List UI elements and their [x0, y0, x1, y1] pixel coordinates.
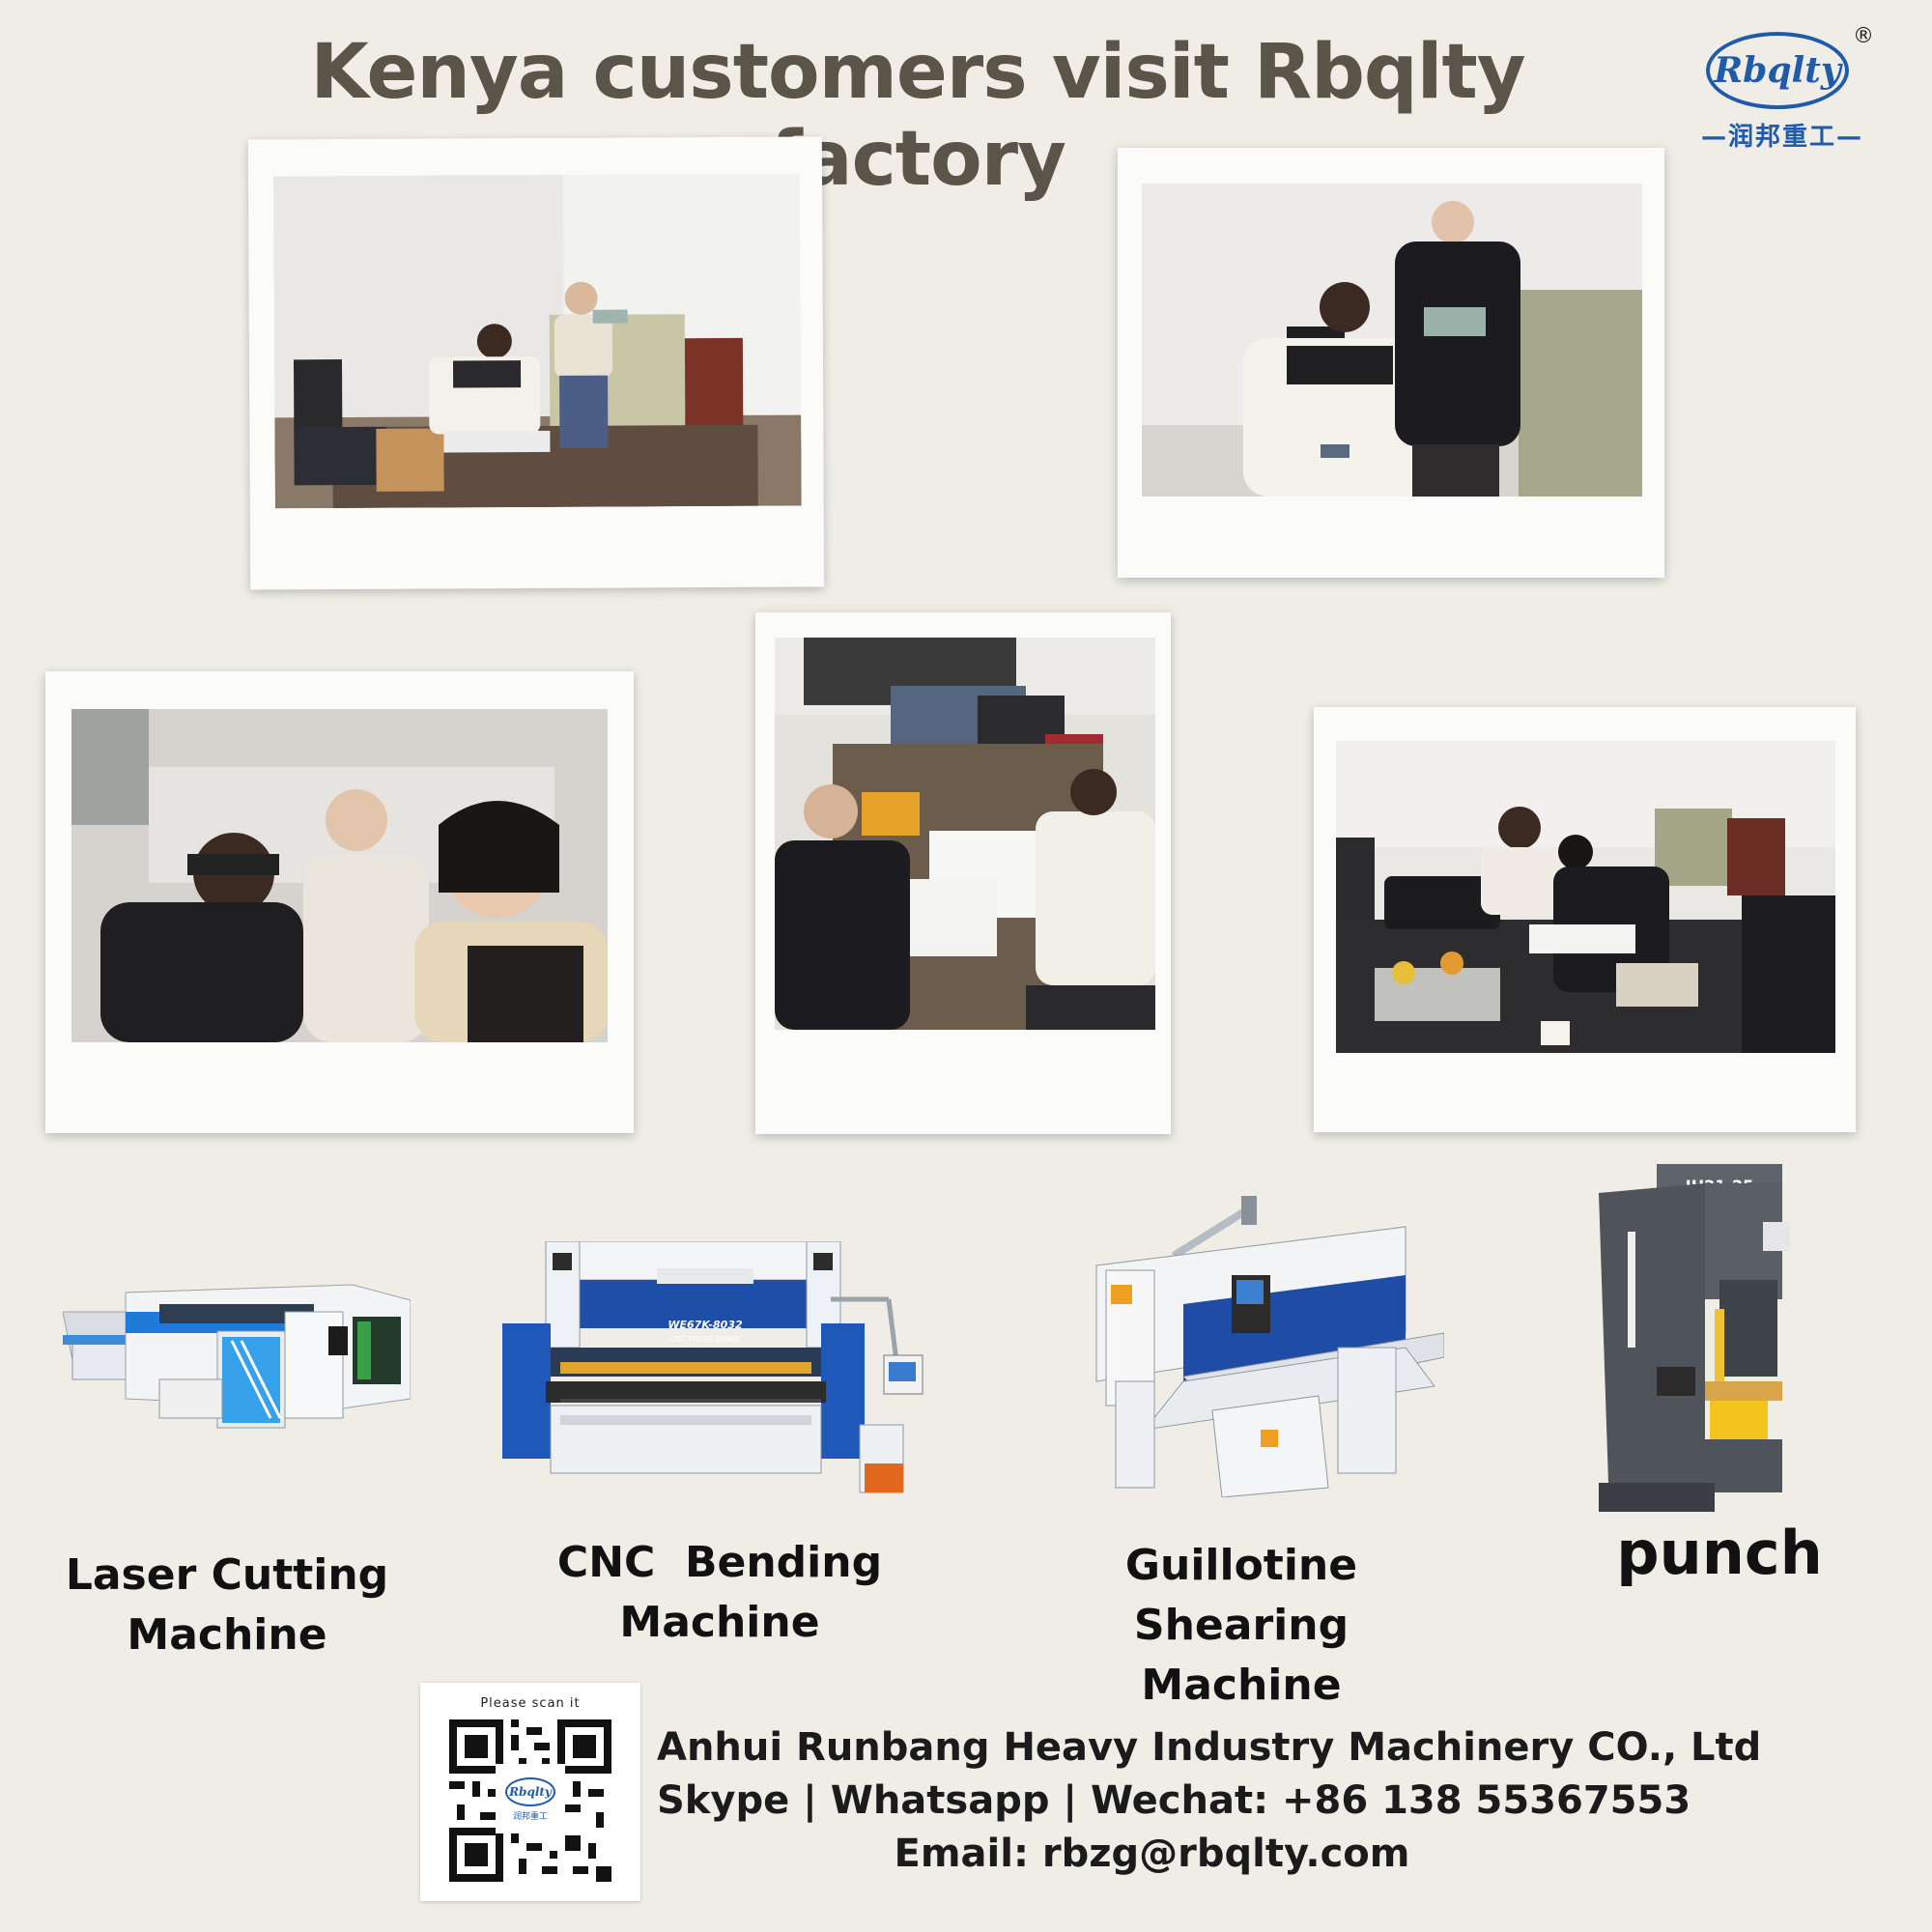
page-title: Kenya customers visit Rbqlty factory — [310, 29, 1525, 203]
photo-table-paperwork — [775, 638, 1155, 1030]
photo-frame-2 — [1118, 148, 1664, 578]
cnc-bending-label: CNC Bending Machine — [517, 1533, 923, 1653]
punch-label-line-1: punch — [1616, 1518, 1823, 1588]
photo-meeting-signing — [1336, 741, 1835, 1053]
laser-cutting-machine-icon — [63, 1273, 411, 1447]
qr-center-logo: Rbqlty 润邦重工 — [496, 1764, 565, 1833]
qr-card[interactable]: Please scan it Rbqlty 润邦重工 — [420, 1683, 640, 1901]
press-brake-model-subtext: CNC PRESS BRAKE — [669, 1335, 742, 1344]
photo-frame-3 — [45, 671, 634, 1133]
photo-office-greeting-closeup — [1142, 184, 1642, 497]
photo-office-greeting — [272, 173, 802, 509]
guillotine-shear-machine-icon — [1087, 1188, 1444, 1497]
qr-center-wordmark: Rbqlty — [505, 1777, 555, 1806]
punch-press-machine-icon: JH21-25 — [1599, 1164, 1792, 1521]
qr-caption: Please scan it — [480, 1696, 581, 1711]
press-brake-machine-icon: WE67K-8032 CNC PRESS BRAKE — [502, 1241, 937, 1512]
contact-block: Anhui Runbang Heavy Industry Machinery C… — [657, 1721, 1762, 1881]
qr-center-subtitle: 润邦重工 — [512, 1812, 548, 1822]
laser-label-line-1: Laser Cutting — [65, 1550, 389, 1600]
phone-line[interactable]: Skype | Whatsapp | Wechat: +86 138 55367… — [657, 1778, 1691, 1823]
company-logo: Rbqlty ® —润邦重工— — [1700, 24, 1874, 152]
logo-subtitle: —润邦重工— — [1700, 123, 1863, 152]
shearing-label-line-1: Guillotine Shearing — [1124, 1541, 1358, 1650]
laser-cutting-label: Laser Cutting Machine — [53, 1546, 401, 1665]
punch-label: punch — [1584, 1515, 1855, 1592]
guillotine-shearing-label: Guillotine Shearing Machine — [1019, 1536, 1463, 1716]
registered-mark: ® — [1853, 24, 1874, 48]
bending-label-line-1: CNC Bending — [556, 1538, 883, 1587]
bending-label-line-2: Machine — [619, 1598, 820, 1647]
photo-frame-5 — [1314, 707, 1856, 1132]
photo-frame-1 — [247, 136, 825, 590]
laser-label-line-2: Machine — [127, 1610, 327, 1660]
company-name: Anhui Runbang Heavy Industry Machinery C… — [657, 1725, 1762, 1770]
photo-car-selfie — [71, 709, 608, 1042]
logo-wordmark: Rbqlty — [1706, 32, 1849, 109]
press-brake-model-text: WE67K-8032 — [668, 1319, 743, 1331]
photo-frame-4 — [755, 612, 1171, 1134]
email-line[interactable]: Email: rbzg@rbqlty.com — [894, 1832, 1410, 1876]
shearing-label-line-2: Machine — [1141, 1661, 1342, 1710]
